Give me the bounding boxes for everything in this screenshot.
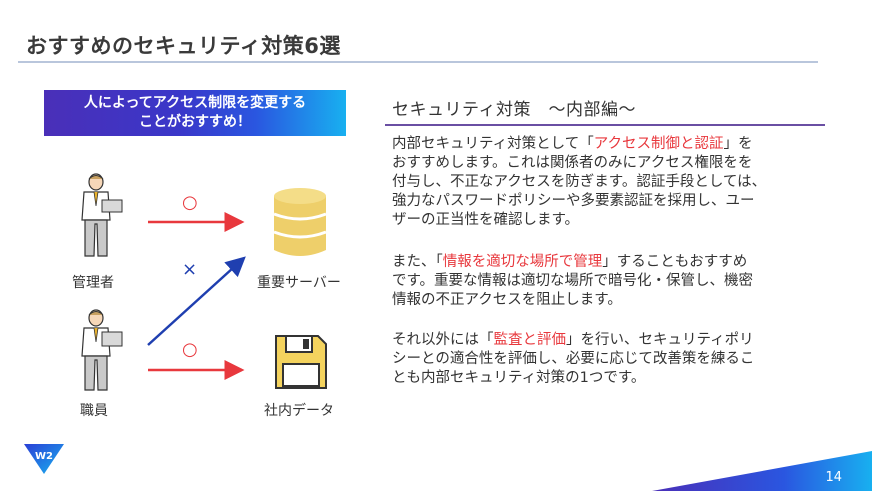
server-label: 重要サーバー <box>257 275 341 291</box>
corner-decoration <box>652 451 872 491</box>
heading-divider <box>385 124 825 126</box>
highlight-access-control: アクセス制御と認証 <box>593 136 724 152</box>
highlight-audit-evaluation: 監査と評価 <box>493 332 567 348</box>
slide-title: おすすめのセキュリティ対策6選 <box>26 34 341 58</box>
para1-line1: 内部セキュリティ対策として「アクセス制御と認証」を <box>392 136 753 152</box>
page-number: 14 <box>825 470 842 485</box>
staff-label: 職員 <box>80 403 108 419</box>
title-divider <box>18 61 818 63</box>
paragraph-audit-evaluation: それ以外には「監査と評価」を行い、セキュリティポリ シーとの適合性を評価し、必要… <box>392 331 822 388</box>
staff-data-ok-mark: ○ <box>182 339 198 360</box>
banner-line-1: 人によってアクセス制限を変更する <box>83 95 307 111</box>
para3-line3: とも内部セキュリティ対策の1つです。 <box>392 370 646 386</box>
para2-line2: です。重要な情報は適切な場所で暗号化・保管し、機密 <box>392 273 754 289</box>
para2-line1: また、「情報を適切な場所で管理」することもおすすめ <box>392 254 748 270</box>
para3-line1: それ以外には「監査と評価」を行い、セキュリティポリ <box>392 332 754 348</box>
section-heading: セキュリティ対策 ～内部編～ <box>392 100 636 120</box>
admin-person-icon <box>81 173 123 257</box>
access-arrows <box>147 212 246 380</box>
w2-logo-icon: W2 <box>24 444 64 474</box>
para1-line3: 付与し、不正なアクセスを防ぎます。認証手段としては、 <box>392 174 767 190</box>
staff-server-ng-mark: × <box>182 259 198 280</box>
data-label: 社内データ <box>264 403 334 419</box>
paragraph-information-management: また、「情報を適切な場所で管理」することもおすすめ です。重要な情報は適切な場所… <box>392 253 822 310</box>
paragraph-access-control: 内部セキュリティ対策として「アクセス制御と認証」を おすすめします。これは関係者… <box>392 135 822 230</box>
recommendation-banner: 人によってアクセス制限を変更する ことがおすすめ！ <box>44 90 346 136</box>
para1-line4: 強力なパスワードポリシーや多要素認証を採用し、ユー <box>392 193 755 209</box>
database-icon <box>273 188 327 256</box>
svg-text:W2: W2 <box>35 451 53 462</box>
para1-line2: おすすめします。これは関係者のみにアクセス権限をを <box>392 155 753 171</box>
staff-person-icon <box>81 309 123 391</box>
admin-server-ok-mark: ○ <box>182 192 198 213</box>
highlight-information-management: 情報を適切な場所で管理 <box>442 254 603 270</box>
staff-to-server-arrow <box>147 256 246 346</box>
para2-line3: 情報の不正アクセスを阻止します。 <box>392 292 622 308</box>
banner-line-2: ことがおすすめ！ <box>139 114 251 130</box>
para3-line2: シーとの適合性を評価し、必要に応じて改善策を練るこ <box>392 351 755 367</box>
admin-label: 管理者 <box>72 275 114 291</box>
para1-line5: ザーの正当性を確認します。 <box>392 212 580 228</box>
floppy-disk-icon <box>275 335 327 389</box>
